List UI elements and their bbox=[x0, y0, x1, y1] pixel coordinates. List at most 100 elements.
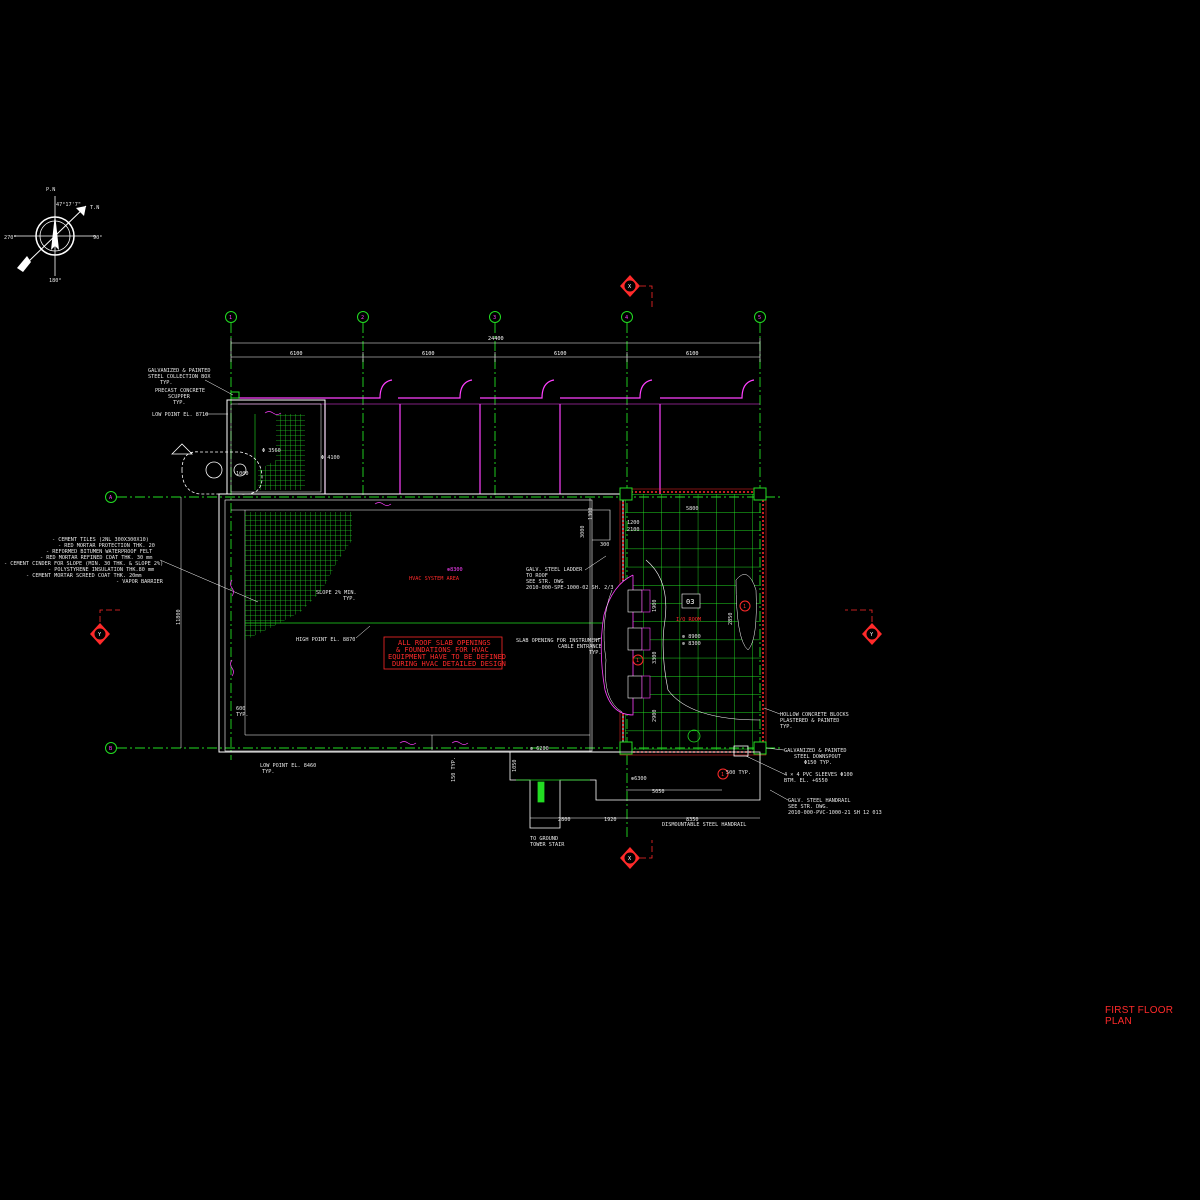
elevation-8300: ⊕ 8300 bbox=[682, 641, 701, 647]
dim-4100: Φ 4100 bbox=[321, 455, 340, 461]
north-arrow-pn-label: P.N bbox=[46, 187, 55, 193]
dim-overall: 24400 bbox=[488, 336, 504, 342]
svg-text:GALV. STEEL HANDRAIL: GALV. STEEL HANDRAIL bbox=[788, 798, 850, 804]
dim-150typ: 150 TYP. bbox=[451, 757, 457, 782]
dim-vertical-overall: 11800 bbox=[176, 609, 182, 625]
svg-text:- RED MORTAR REFINED COAT THK.: - RED MORTAR REFINED COAT THK. 30 mm bbox=[40, 555, 152, 561]
dim-8350: 8350 bbox=[686, 817, 699, 823]
parapet-bays bbox=[238, 379, 760, 494]
svg-text:TO GROUND: TO GROUND bbox=[530, 836, 558, 842]
svg-text:SEE STR. DWG.: SEE STR. DWG. bbox=[788, 804, 829, 810]
dim-3000: 3000 bbox=[580, 526, 586, 539]
dim-500typ: 500 TYP. bbox=[726, 770, 751, 776]
hvac-elevation: ⊕8300 bbox=[447, 567, 463, 573]
grid-bubble-3: 3 bbox=[489, 311, 501, 323]
svg-text:1: 1 bbox=[636, 658, 639, 664]
section-marker-x-top: X bbox=[620, 275, 653, 308]
dim-1050: 1050 bbox=[512, 760, 518, 773]
notice-box: ALL ROOF SLAB OPENINGS & FOUNDATIONS FOR… bbox=[383, 636, 506, 670]
svg-text:Y: Y bbox=[870, 632, 874, 638]
dim-bay-2: 6100 bbox=[422, 351, 435, 357]
north-arrow: P.N 47°17'7" T.N 270° 90° 180° bbox=[4, 187, 102, 284]
elevation-6300: ⊕6300 bbox=[631, 776, 647, 782]
svg-text:SLAB OPENING FOR INSTRUMENT: SLAB OPENING FOR INSTRUMENT bbox=[516, 638, 600, 644]
section-marker-y-left: Y bbox=[90, 609, 120, 645]
svg-text:- REFORMED BITUMEN WATERPROOF: - REFORMED BITUMEN WATERPROOF FELT bbox=[46, 549, 152, 555]
annotation-high-point: HIGH POINT EL. 8870 bbox=[296, 637, 355, 643]
svg-text:DURING HVAC DETAILED DESIGN: DURING HVAC DETAILED DESIGN bbox=[392, 660, 506, 668]
svg-text:GALV. STEEL LADDER: GALV. STEEL LADDER bbox=[526, 567, 583, 573]
svg-text:PRECAST CONCRETE: PRECAST CONCRETE bbox=[155, 388, 205, 394]
svg-text:TOWER STAIR: TOWER STAIR bbox=[530, 842, 565, 848]
svg-text:TYP.: TYP. bbox=[343, 596, 356, 602]
svg-text:2010-000-PVC-1000-21 SH 12 013: 2010-000-PVC-1000-21 SH 12 013 bbox=[788, 810, 882, 816]
room-name: I/O ROOM bbox=[676, 617, 701, 623]
elevation-8900: ⊕ 8900 bbox=[682, 634, 701, 640]
annotation-downspout: GALVANIZED & PAINTED STEEL DOWNSPOUT Φ15… bbox=[765, 747, 846, 766]
svg-text:1: 1 bbox=[721, 772, 724, 778]
annotation-tower-stair: TO GROUND TOWER STAIR bbox=[530, 836, 565, 848]
svg-text:X: X bbox=[628, 856, 632, 862]
svg-text:1: 1 bbox=[743, 604, 746, 610]
north-arrow-east-label: 90° bbox=[93, 235, 102, 241]
grid-bubble-A: A bbox=[105, 491, 117, 503]
svg-text:4 × 4 PVC SLEEVES Φ100: 4 × 4 PVC SLEEVES Φ100 bbox=[784, 772, 853, 778]
true-north-arrow-icon bbox=[76, 206, 86, 216]
annotation-dismountable-handrail: DISMOUNTABLE STEEL HANDRAIL bbox=[662, 822, 746, 828]
room-number: 03 bbox=[686, 598, 694, 606]
dim-5800: 5800 bbox=[686, 506, 699, 512]
svg-text:B: B bbox=[109, 746, 112, 752]
dim-5050: 5050 bbox=[652, 789, 665, 795]
svg-text:TYP.: TYP. bbox=[160, 380, 173, 386]
grid-bubble-1: 1 bbox=[225, 311, 237, 323]
svg-text:SCUPPER: SCUPPER bbox=[168, 394, 191, 400]
dim-2100: 2100 bbox=[627, 527, 640, 533]
hvac-area-label: HVAC SYSTEM AREA bbox=[409, 576, 460, 582]
svg-text:& FOUNDATIONS FOR HVAC: & FOUNDATIONS FOR HVAC bbox=[396, 646, 489, 654]
callout-1b: 1 bbox=[739, 600, 751, 612]
svg-text:A: A bbox=[109, 495, 113, 501]
svg-text:STEEL DOWNSPOUT: STEEL DOWNSPOUT bbox=[794, 754, 841, 760]
main-roof-slab bbox=[218, 493, 624, 753]
annotation-low-point-top: LOW POINT EL. 8710 bbox=[152, 412, 208, 418]
dim-bay-4: 6100 bbox=[686, 351, 699, 357]
annotation-low-point-bottom: LOW POINT EL. 8460 TYP. bbox=[260, 763, 316, 775]
annotation-hollow-blocks: HOLLOW CONCRETE BLOCKS PLASTERED & PAINT… bbox=[763, 707, 849, 730]
top-dimension-chain bbox=[230, 338, 761, 362]
svg-text:TYP.: TYP. bbox=[173, 400, 186, 406]
svg-text:HOLLOW CONCRETE BLOCKS: HOLLOW CONCRETE BLOCKS bbox=[780, 712, 849, 718]
svg-text:Φ150 TYP.: Φ150 TYP. bbox=[804, 760, 832, 766]
svg-text:X: X bbox=[628, 284, 632, 290]
sheet-title: FIRST FLOOR PLAN bbox=[1105, 1005, 1174, 1027]
svg-text:2: 2 bbox=[361, 315, 364, 321]
svg-text:- CEMENT CINDER FOR SLOPE (MIN: - CEMENT CINDER FOR SLOPE (MIN. 30 THK. … bbox=[4, 561, 163, 567]
annotation-slope: SLOPE 2% MIN. TYP. bbox=[316, 590, 357, 602]
svg-text:5: 5 bbox=[758, 315, 761, 321]
dim-3560: Φ 3560 bbox=[262, 448, 281, 454]
scupper-detail bbox=[171, 443, 263, 495]
svg-text:1: 1 bbox=[229, 315, 232, 321]
north-needle-icon bbox=[51, 214, 59, 250]
svg-text:4: 4 bbox=[625, 315, 628, 321]
annex-top-left bbox=[226, 391, 326, 495]
dim-1900: 1900 bbox=[652, 600, 658, 613]
svg-text:TO ROOF: TO ROOF bbox=[526, 573, 548, 579]
svg-text:- CEMENT MORTAR SCREED COAT TH: - CEMENT MORTAR SCREED COAT THK. 20mm bbox=[26, 573, 142, 579]
annotation-galvanized-box: GALVANIZED & PAINTED STEEL COLLECTION BO… bbox=[148, 368, 234, 396]
svg-text:- CEMENT TILES (2NL 300X300X10: - CEMENT TILES (2NL 300X300X10) bbox=[52, 537, 149, 543]
elevation-6200: ⊕ 6200 bbox=[530, 746, 549, 752]
dim-1300: 1300 bbox=[588, 508, 594, 521]
svg-text:2010-000-SPE-1000-02 SH. 2/3: 2010-000-SPE-1000-02 SH. 2/3 bbox=[526, 585, 613, 591]
annotation-roof-layers: - CEMENT TILES (2NL 300X300X10) - RED MO… bbox=[4, 537, 259, 603]
svg-text:EQUIPMENT HAVE TO BE DEFINED: EQUIPMENT HAVE TO BE DEFINED bbox=[388, 653, 506, 661]
annotation-ladder: GALV. STEEL LADDER TO ROOF SEE STR. DWG … bbox=[526, 555, 613, 591]
dim-1920: 1920 bbox=[604, 817, 617, 823]
grid-bubble-5: 5 bbox=[754, 311, 766, 323]
svg-text:SLOPE 2% MIN.: SLOPE 2% MIN. bbox=[316, 590, 357, 596]
svg-text:LOW POINT EL. 8460: LOW POINT EL. 8460 bbox=[260, 763, 316, 769]
svg-text:STEEL COLLECTION BOX: STEEL COLLECTION BOX bbox=[148, 374, 211, 380]
dim-bay-3: 6100 bbox=[554, 351, 567, 357]
dim-300: 300 bbox=[600, 542, 609, 548]
grid-bubble-B: B bbox=[105, 742, 117, 754]
callout-1a: 1 bbox=[632, 654, 644, 666]
